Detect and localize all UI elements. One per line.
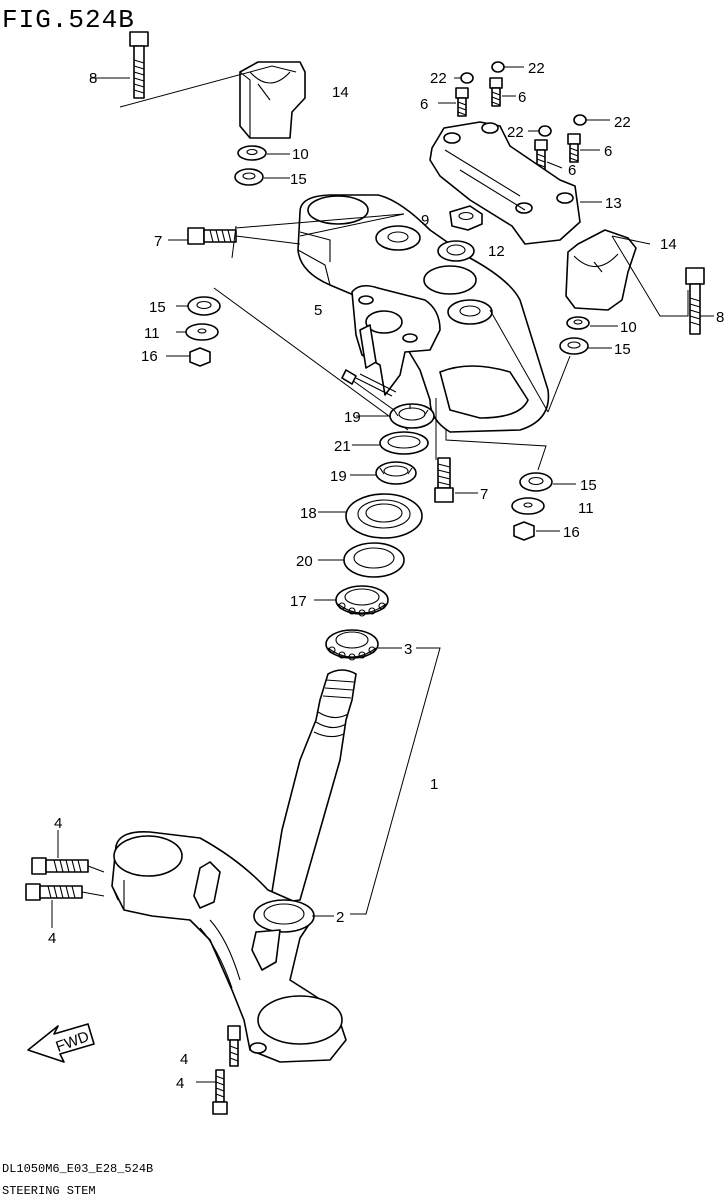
callout-4: 4 (48, 930, 56, 947)
cap-22-a (460, 72, 474, 84)
lock-washer-21 (379, 431, 429, 455)
nut-19-lower (375, 461, 417, 485)
callout-14: 14 (660, 236, 677, 253)
callout-22: 22 (528, 60, 545, 77)
fwd-arrow-icon: FWD (27, 1023, 95, 1063)
bearing-17 (335, 585, 389, 617)
bolt-6-d (567, 133, 581, 163)
callout-15: 15 (149, 299, 166, 316)
callout-10: 10 (292, 146, 309, 163)
bolt-7-lower (434, 457, 454, 503)
callout-2: 2 (336, 909, 344, 926)
bolt-8-left (129, 31, 149, 99)
callout-11: 11 (578, 500, 594, 517)
cushion-15-lower-right (519, 472, 553, 492)
callout-21: 21 (334, 438, 351, 455)
callout-19: 19 (344, 409, 361, 426)
handlebar-holder-14-right (565, 229, 637, 311)
callout-7: 7 (154, 233, 162, 250)
bearing-race-20 (343, 542, 405, 578)
callout-3: 3 (404, 641, 412, 658)
diagram-name: STEERING STEM (2, 1184, 96, 1198)
handlebar-holder-14-left (239, 61, 306, 139)
callout-16: 16 (563, 524, 580, 541)
pinch-bolt-4-upper (31, 857, 89, 875)
washer-10-right (566, 316, 590, 330)
pinch-bolt-4-bottom-a (227, 1025, 241, 1067)
callout-4: 4 (54, 815, 62, 832)
cap-22-d (573, 114, 587, 126)
callout-12: 12 (488, 243, 505, 260)
handlebar-holder-13 (429, 121, 581, 245)
callout-4: 4 (180, 1051, 188, 1068)
callout-18: 18 (300, 505, 317, 522)
callout-6: 6 (420, 96, 428, 113)
pinch-bolt-4-lower (25, 883, 83, 901)
callout-8: 8 (89, 70, 97, 87)
callout-19: 19 (330, 468, 347, 485)
cushion-15-mid-left (187, 296, 221, 316)
callout-8: 8 (716, 309, 724, 326)
bolt-6-b (489, 77, 503, 107)
callout-22: 22 (614, 114, 631, 131)
callout-22: 22 (430, 70, 447, 87)
washer-10-left (237, 145, 267, 161)
cushion-15-right (559, 337, 589, 355)
dust-seal-18 (345, 493, 423, 539)
callout-22: 22 (507, 124, 524, 141)
nut-19-upper (389, 403, 435, 429)
bracket-left-piece (351, 284, 441, 396)
callout-labels: 8 14 10 15 7 9 12 5 15 11 16 19 21 19 18… (48, 60, 724, 1092)
steering-stem-1 (111, 669, 357, 1063)
callout-15: 15 (614, 341, 631, 358)
callout-6: 6 (568, 162, 576, 179)
callout-4: 4 (176, 1075, 184, 1092)
washer-11-left (185, 323, 219, 341)
diagram-code: DL1050M6_E03_E28_524B (2, 1162, 153, 1176)
callout-11: 11 (144, 325, 160, 342)
callout-7: 7 (480, 486, 488, 503)
callout-9: 9 (421, 212, 429, 229)
nut-16-right (513, 521, 535, 541)
cap-22-c (538, 125, 552, 137)
bolt-8-right (685, 267, 705, 335)
pinch-bolt-4-bottom-b (212, 1069, 228, 1115)
callout-1: 1 (430, 776, 438, 793)
callout-15: 15 (290, 171, 307, 188)
cap-22-b (491, 61, 505, 73)
callout-10: 10 (620, 319, 637, 336)
callout-15: 15 (580, 477, 597, 494)
callout-13: 13 (605, 195, 622, 212)
cushion-15-left (234, 168, 264, 186)
bolt-7-upper (187, 227, 237, 245)
figure-title: FIG.524B (2, 5, 135, 35)
callout-16: 16 (141, 348, 158, 365)
nut-16-left (189, 347, 211, 367)
callout-6: 6 (518, 89, 526, 106)
bearing-3 (325, 629, 379, 661)
callout-20: 20 (296, 553, 313, 570)
callout-6: 6 (604, 143, 612, 160)
nut-9 (449, 205, 483, 231)
washer-12 (437, 240, 475, 262)
callout-14: 14 (332, 84, 349, 101)
bolt-6-a (455, 87, 469, 117)
callout-5: 5 (314, 302, 322, 319)
callout-17: 17 (290, 593, 307, 610)
washer-11-right (511, 497, 545, 515)
small-bolt (341, 369, 357, 385)
